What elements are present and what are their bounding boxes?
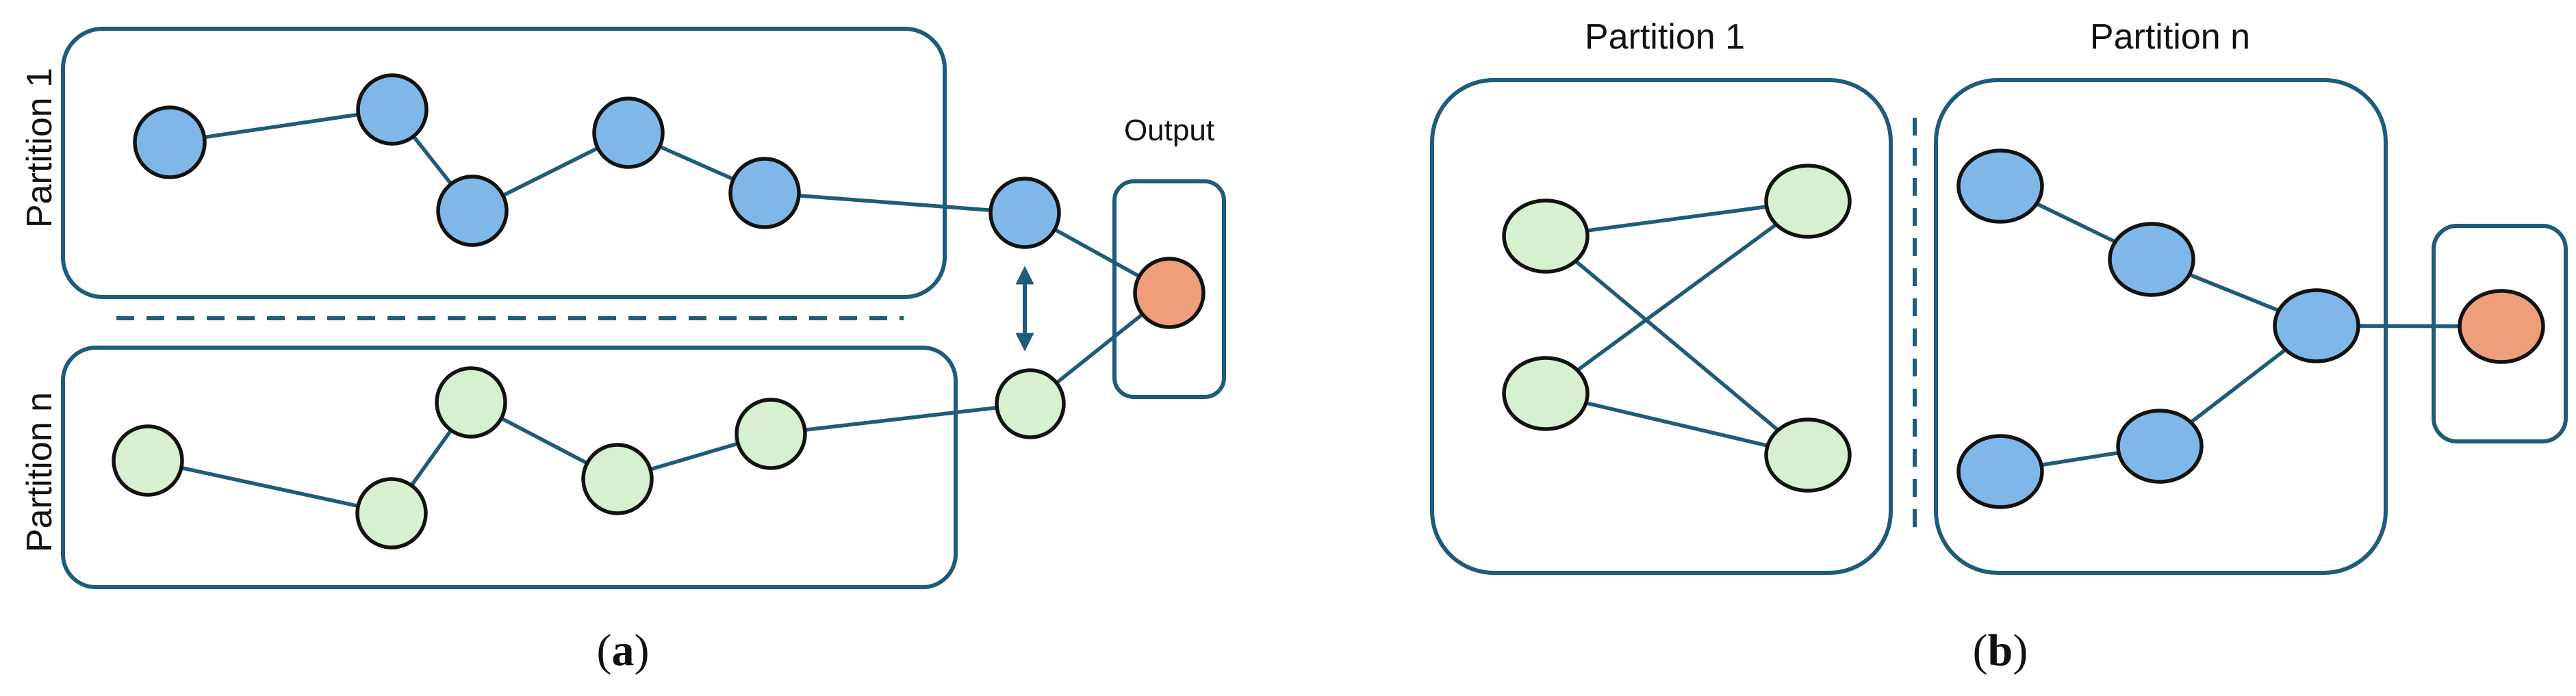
- caption-open-paren: (: [597, 626, 612, 675]
- partition-1-frame: [1430, 78, 1893, 575]
- blue-node: [2116, 409, 2204, 484]
- caption-a: (a): [597, 626, 650, 675]
- blue-node: [1956, 434, 2044, 509]
- partition-1-nodes: [1502, 164, 1852, 493]
- edge: [1545, 199, 1809, 238]
- green-node: [995, 368, 1066, 439]
- panel-a: Partition 1 Partition n Output (a): [20, 27, 1226, 675]
- partition-1-label: Partition 1: [20, 68, 60, 228]
- blue-node: [133, 105, 207, 179]
- green-node: [1502, 198, 1590, 274]
- blue-node: [989, 177, 1061, 249]
- edge: [1545, 391, 1809, 457]
- panel-b: Partition 1 Partition n: [1430, 17, 2568, 675]
- partition-n-nodes: [112, 366, 1066, 550]
- blue-node: [356, 73, 429, 146]
- green-node: [435, 366, 507, 439]
- partition-n-nodes: [1956, 149, 2360, 509]
- edge: [770, 402, 1031, 436]
- output-frame: [2432, 224, 2568, 443]
- partition-1-nodes: [133, 73, 1061, 249]
- green-node: [1764, 417, 1852, 493]
- partition-1-edges: [1544, 199, 1809, 457]
- caption-letter: b: [1988, 626, 2013, 675]
- green-node: [355, 477, 428, 550]
- partition-1-frame: [61, 27, 947, 299]
- edge: [1544, 234, 1809, 457]
- blue-node: [592, 96, 665, 169]
- partition-1-label: Partition 1: [1585, 17, 1745, 57]
- output-label: Output: [1124, 114, 1214, 147]
- partition-n-frame: [61, 346, 958, 589]
- blue-node: [2108, 222, 2195, 297]
- caption-close-paren: ): [2013, 626, 2028, 675]
- green-node: [735, 398, 807, 470]
- blue-node: [1956, 149, 2044, 224]
- caption-letter: a: [612, 626, 635, 675]
- output-node: [2458, 289, 2545, 364]
- green-node: [112, 424, 184, 497]
- partition-n-edges: [1999, 184, 2502, 474]
- output-node: [1133, 257, 1206, 329]
- green-node: [1502, 356, 1590, 431]
- blue-node: [2273, 288, 2360, 363]
- edge: [1544, 199, 1809, 396]
- edge: [169, 107, 393, 144]
- output-frame: [1112, 179, 1226, 399]
- edge: [147, 459, 392, 515]
- caption-close-paren: ): [635, 626, 650, 675]
- partition-n-label: Partition n: [20, 392, 60, 552]
- green-node: [1764, 164, 1852, 239]
- edge: [764, 191, 1025, 215]
- blue-node: [728, 157, 801, 229]
- green-node: [581, 443, 654, 515]
- blue-node: [436, 175, 509, 247]
- caption-open-paren: (: [1973, 626, 1988, 675]
- partition-n-label: Partition n: [2090, 17, 2250, 57]
- caption-b: (b): [1973, 626, 2028, 675]
